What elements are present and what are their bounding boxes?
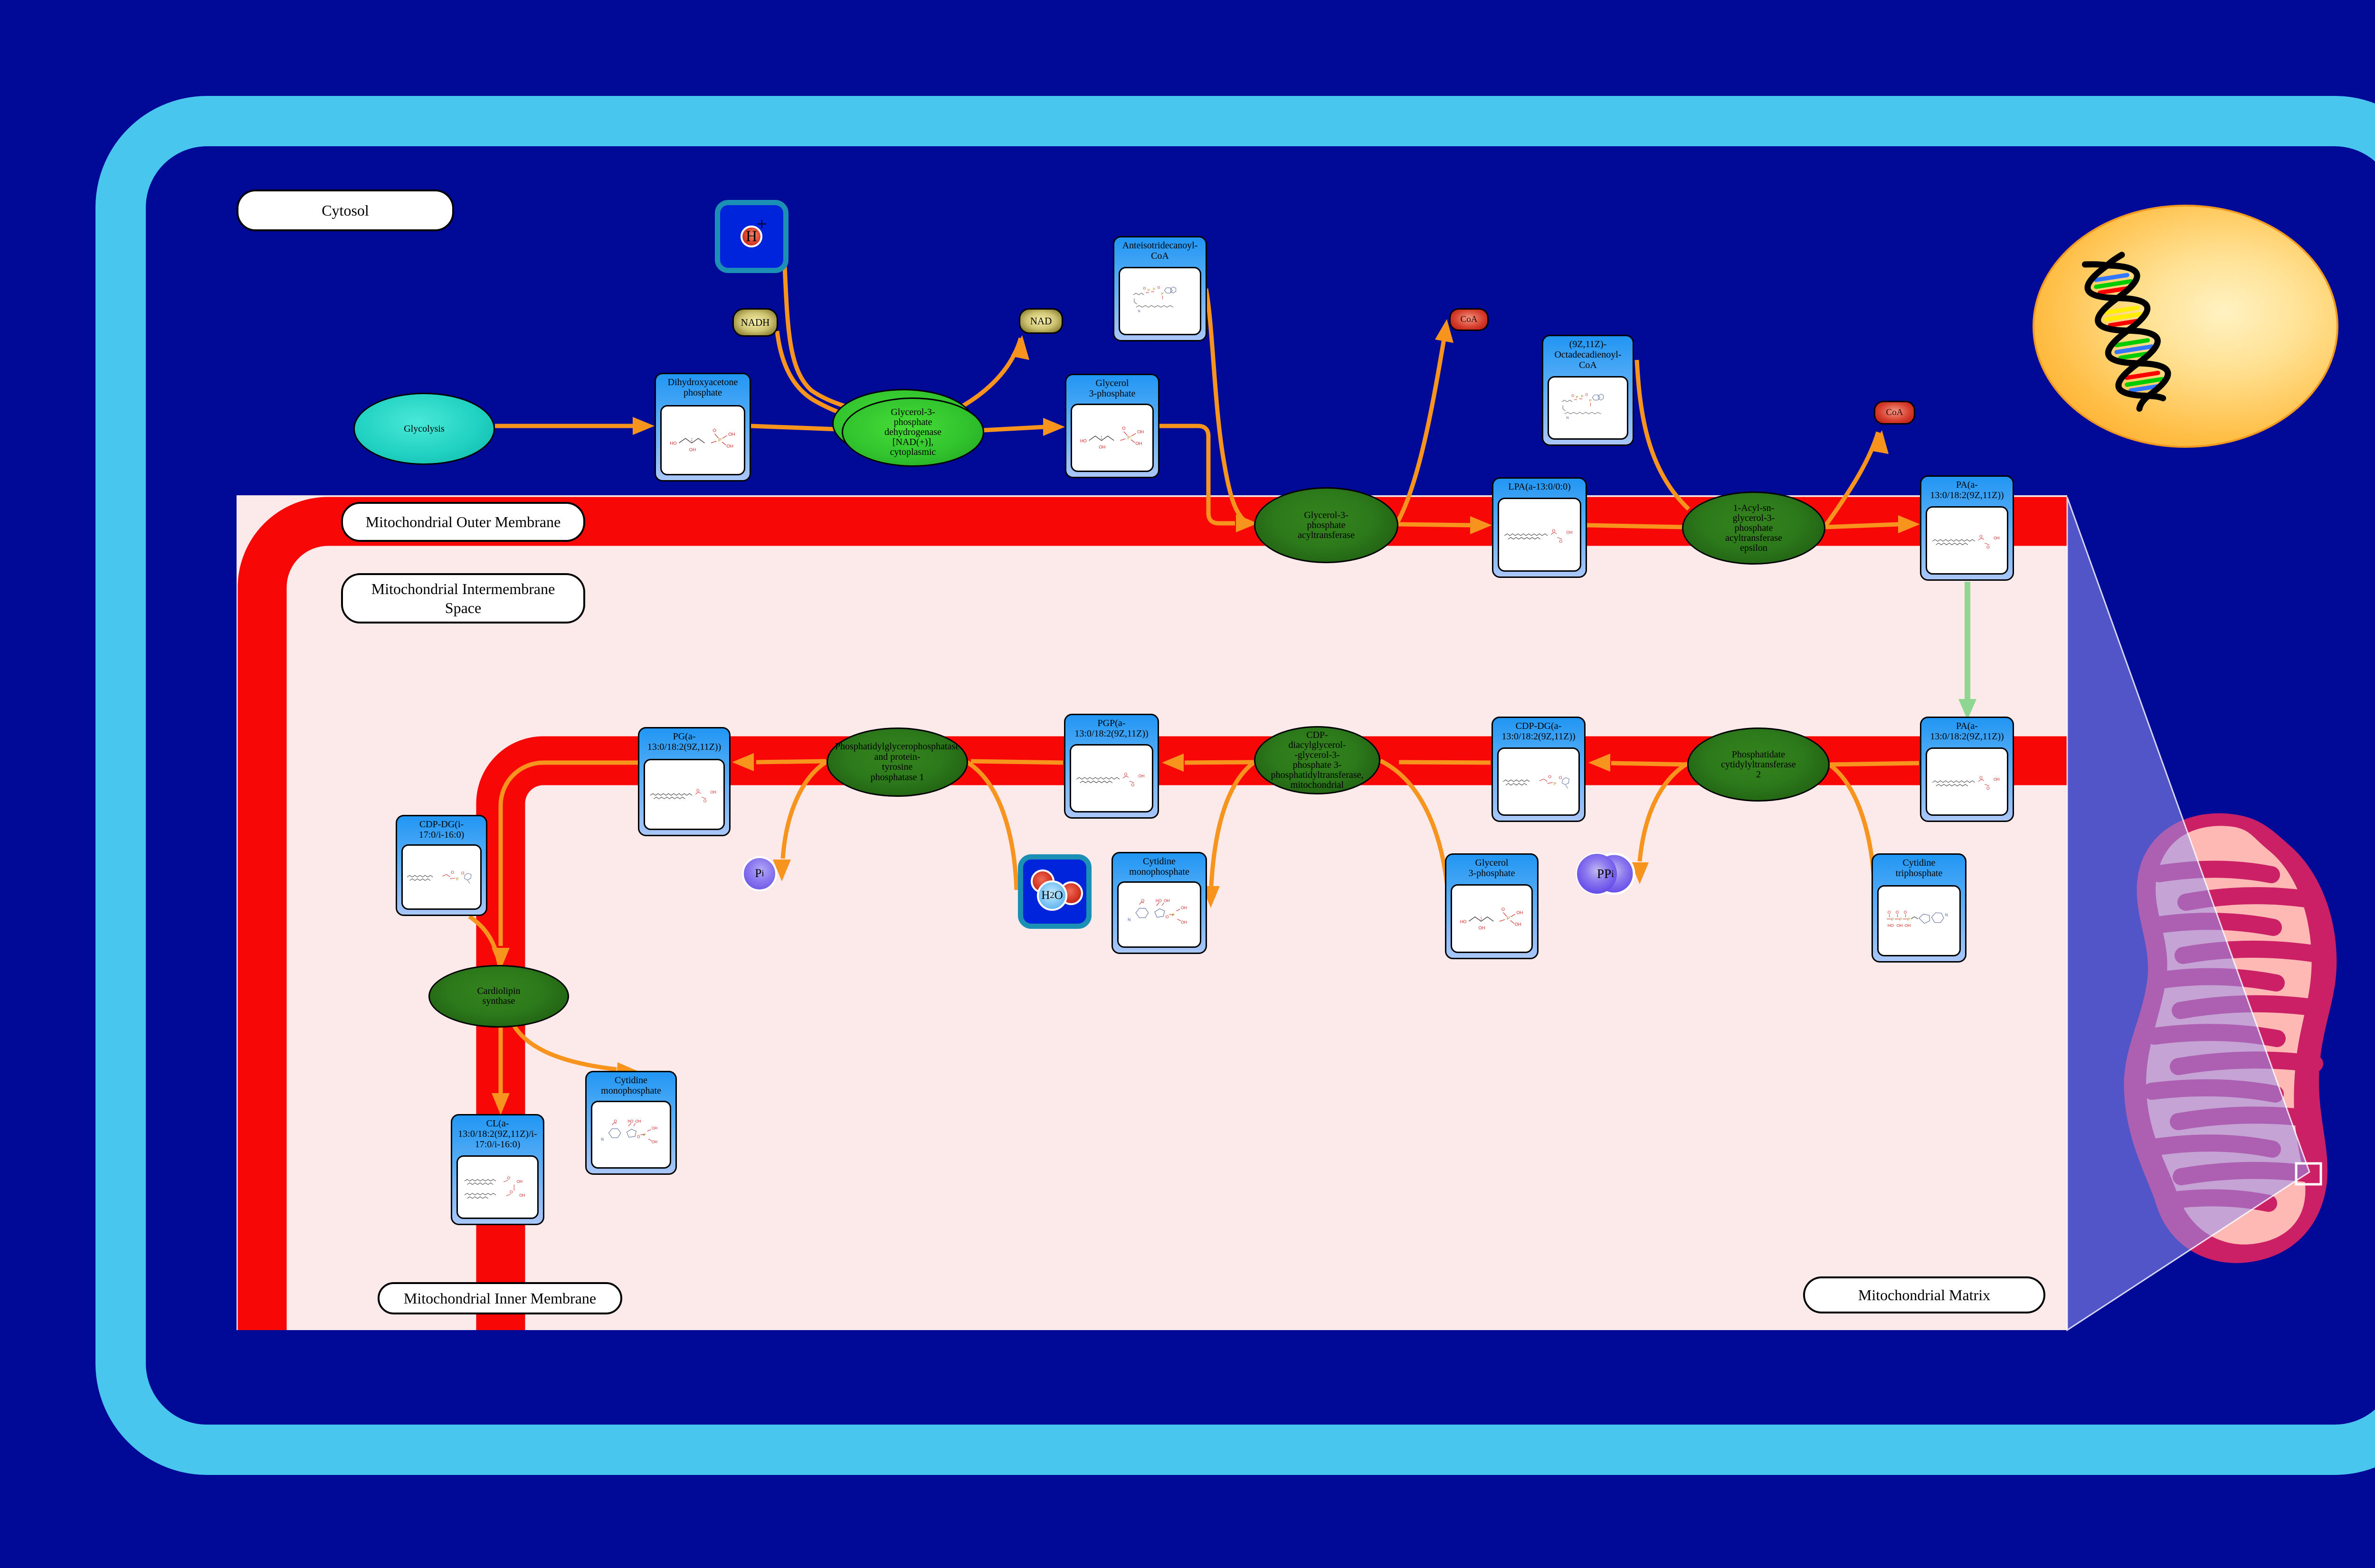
svg-text:HO: HO [670, 441, 677, 446]
svg-text:P: P [1148, 288, 1150, 292]
svg-text:OH: OH [1139, 774, 1145, 778]
svg-text:O: O [451, 870, 454, 875]
svg-text:OH: OH [1137, 430, 1144, 435]
svg-text:OH: OH [636, 1119, 641, 1124]
svg-text:O: O [461, 871, 464, 876]
svg-text:P: P [1172, 913, 1175, 917]
svg-text:O: O [696, 789, 700, 793]
svg-text:N: N [1566, 416, 1568, 420]
svg-text:O: O [1141, 898, 1145, 903]
svg-text:P: P [718, 437, 722, 443]
svg-text:OH: OH [711, 790, 716, 794]
svg-text:P: P [456, 877, 458, 881]
svg-text:O: O [1986, 786, 1990, 791]
svg-text:OH: OH [1897, 923, 1903, 928]
svg-text:OH: OH [1099, 445, 1105, 450]
svg-text:P: P [1891, 917, 1894, 922]
svg-text:OH: OH [1164, 898, 1170, 903]
svg-text:N: N [1945, 913, 1948, 917]
svg-text:O: O [1122, 426, 1125, 431]
svg-text:P: P [1153, 287, 1155, 292]
svg-text:OH: OH [1567, 530, 1573, 535]
svg-text:O: O [1571, 393, 1574, 397]
svg-text:O: O [1559, 539, 1563, 544]
svg-text:P: P [1576, 395, 1578, 399]
svg-text:P: P [1581, 394, 1583, 398]
svg-text:N: N [1128, 917, 1130, 922]
svg-text:O: O [1143, 286, 1146, 291]
svg-text:O: O [1552, 528, 1555, 533]
svg-text:P: P [1589, 398, 1592, 403]
svg-text:O: O [614, 1119, 617, 1124]
svg-text:O: O [1157, 285, 1160, 290]
svg-text:O: O [1888, 910, 1891, 915]
svg-text:O: O [1979, 775, 1983, 780]
svg-text:O: O [1904, 910, 1907, 915]
svg-text:OH: OH [652, 1126, 657, 1131]
svg-text:HO: HO [1080, 438, 1087, 443]
svg-text:P: P [643, 1133, 646, 1137]
svg-text:OH: OH [652, 1140, 657, 1144]
svg-text:OH: OH [726, 444, 733, 449]
svg-text:O: O [1559, 775, 1562, 780]
svg-text:OH: OH [1516, 910, 1523, 915]
svg-text:HO: HO [1156, 898, 1162, 903]
svg-text:O: O [637, 1135, 640, 1139]
svg-text:P: P [1127, 435, 1130, 441]
svg-text:N: N [1138, 309, 1140, 313]
svg-text:O: O [703, 799, 707, 803]
svg-text:N: N [601, 1137, 604, 1142]
svg-text:P: P [1554, 781, 1557, 786]
svg-text:P: P [1161, 292, 1164, 296]
svg-text:OH: OH [1479, 926, 1485, 930]
svg-text:HO: HO [1460, 919, 1467, 924]
svg-text:O: O [1979, 534, 1983, 538]
svg-text:O: O [1896, 910, 1899, 915]
svg-text:HO: HO [1888, 923, 1894, 928]
svg-text:OH: OH [1135, 441, 1142, 446]
svg-text:OH: OH [517, 1180, 522, 1184]
svg-text:O: O [1986, 545, 1990, 549]
svg-text:OH: OH [519, 1193, 525, 1198]
svg-text:O: O [1131, 783, 1135, 787]
svg-text:OH: OH [1515, 922, 1521, 926]
svg-text:OH: OH [1181, 920, 1187, 925]
svg-text:OH: OH [689, 447, 696, 453]
svg-text:OH: OH [1905, 923, 1911, 928]
svg-text:HO: HO [627, 1119, 633, 1124]
svg-text:O: O [1166, 915, 1169, 919]
svg-text:OH: OH [1994, 777, 2000, 782]
svg-text:O: O [1124, 772, 1127, 776]
svg-text:O: O [1548, 775, 1552, 779]
svg-text:P: P [1507, 916, 1510, 921]
svg-text:O: O [713, 428, 717, 434]
svg-text:OH: OH [1994, 536, 2000, 540]
svg-text:O: O [1501, 907, 1505, 912]
svg-text:P: P [1907, 917, 1910, 922]
svg-text:O: O [510, 1190, 513, 1194]
svg-text:OH: OH [1181, 906, 1187, 910]
svg-text:OH: OH [728, 432, 735, 437]
svg-text:O: O [507, 1176, 510, 1181]
svg-text:O: O [1586, 392, 1588, 397]
svg-text:P: P [1899, 917, 1902, 922]
